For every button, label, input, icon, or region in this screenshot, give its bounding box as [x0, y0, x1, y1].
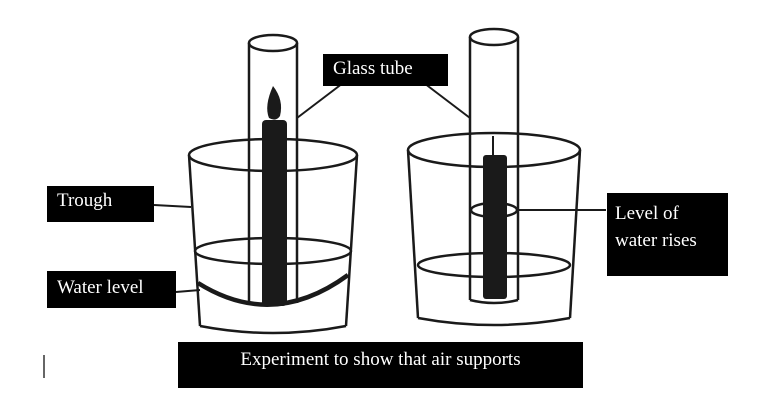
level-rises-label: Level of water rises — [607, 193, 728, 276]
leader-lines — [153, 79, 606, 293]
trough-label: Trough — [47, 186, 154, 222]
flame-icon — [267, 86, 282, 120]
right-glass-tube — [468, 27, 520, 305]
left-candle — [262, 86, 287, 306]
right-candle — [483, 155, 507, 299]
glass-tube-label: Glass tube — [323, 54, 448, 86]
caption-text: Experiment to show that air supports — [240, 349, 521, 370]
left-glass-tube — [247, 33, 299, 303]
figure-caption: Experiment to show that air supports — [178, 342, 583, 388]
water-level-label: Water level — [47, 271, 176, 308]
